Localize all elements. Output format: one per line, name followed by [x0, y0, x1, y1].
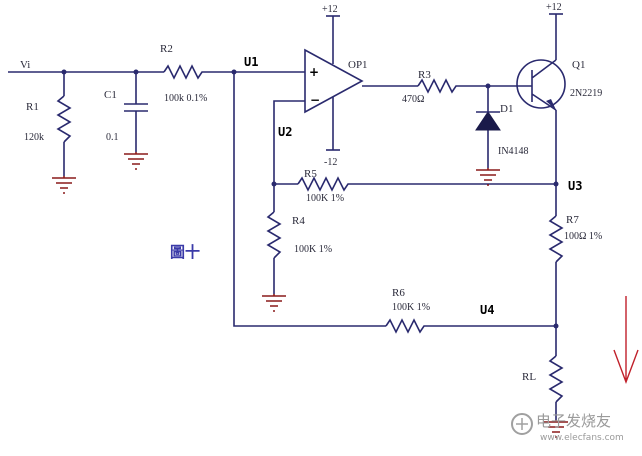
resistor-r2 — [163, 64, 206, 80]
capacitor-c1 — [124, 103, 148, 112]
resistor-r3 — [417, 78, 460, 94]
r6-ref: R6 — [392, 287, 405, 299]
watermark-text: 电子发烧友 — [536, 412, 611, 430]
junction-u3 — [553, 181, 559, 187]
watermark-logo-icon — [511, 413, 533, 435]
opamp-plus-sign: + — [309, 65, 319, 79]
node-u2-label: U2 — [278, 125, 292, 139]
r5-value: 100K 1% — [306, 193, 344, 204]
ground-symbol-rl — [544, 420, 568, 438]
ground-symbol-c1 — [124, 152, 148, 170]
resistor-r5 — [297, 176, 352, 192]
rl-ref: RL — [522, 371, 536, 383]
q1-part: 2N2219 — [570, 88, 602, 99]
node-vi-label: Vi — [20, 59, 30, 71]
r7-value: 100Ω 1% — [564, 231, 602, 242]
junction-u4 — [553, 323, 559, 329]
r6-value: 100K 1% — [392, 302, 430, 313]
r3-value: 470Ω — [402, 94, 424, 105]
diode-d1 — [475, 111, 501, 131]
transistor-q1-emitter-arrow — [546, 99, 556, 110]
d1-part: IN4148 — [498, 146, 529, 157]
r4-ref: R4 — [292, 215, 305, 227]
u1-to-u4-wire — [233, 72, 556, 327]
d1-ref: D1 — [500, 103, 513, 115]
resistor-r1 — [56, 95, 72, 143]
transistor-q1-body — [516, 59, 566, 109]
resistor-r7 — [548, 215, 564, 263]
r2-ref: R2 — [160, 43, 173, 55]
transistor-q1 — [523, 59, 557, 111]
r2-value: 100k 0.1% — [164, 93, 207, 104]
opamp-vpos-label: +12 — [322, 4, 338, 15]
inverting-input-wire — [273, 100, 556, 185]
watermark-logo: 电子发烧友 www.elecfans.com — [511, 412, 624, 443]
ground-symbol-r4 — [262, 294, 286, 312]
c1-value: 0.1 — [106, 132, 119, 143]
opamp-minus-sign: − — [310, 93, 320, 107]
node-u3-label: U3 — [568, 179, 582, 193]
watermark-logo-cross-icon — [516, 418, 528, 430]
opamp-vneg-label: -12 — [324, 157, 337, 168]
c1-ref: C1 — [104, 89, 117, 101]
opamp-ref: OP1 — [348, 59, 368, 71]
r3-ref: R3 — [418, 69, 431, 81]
ground-symbol-d1 — [476, 168, 500, 186]
opamp-op1 — [304, 48, 364, 114]
watermark-url: www.elecfans.com — [540, 433, 624, 443]
ground-symbol-r1 — [52, 176, 76, 194]
node-u1-label: U1 — [244, 55, 258, 69]
node-u4-label: U4 — [480, 303, 494, 317]
q1-ref: Q1 — [572, 59, 585, 71]
figure-label: 圖十 — [170, 243, 200, 261]
q1-supply-label: +12 — [546, 2, 562, 13]
current-arrow-icon — [613, 296, 639, 384]
r7-ref: R7 — [566, 214, 579, 226]
r1-value: 120k — [24, 132, 44, 143]
resistor-r6 — [385, 318, 426, 334]
r1-ref: R1 — [26, 101, 39, 113]
resistor-rl — [548, 355, 564, 403]
resistor-r4 — [266, 211, 282, 259]
r4-value: 100K 1% — [294, 244, 332, 255]
r5-ref: R5 — [304, 168, 317, 180]
